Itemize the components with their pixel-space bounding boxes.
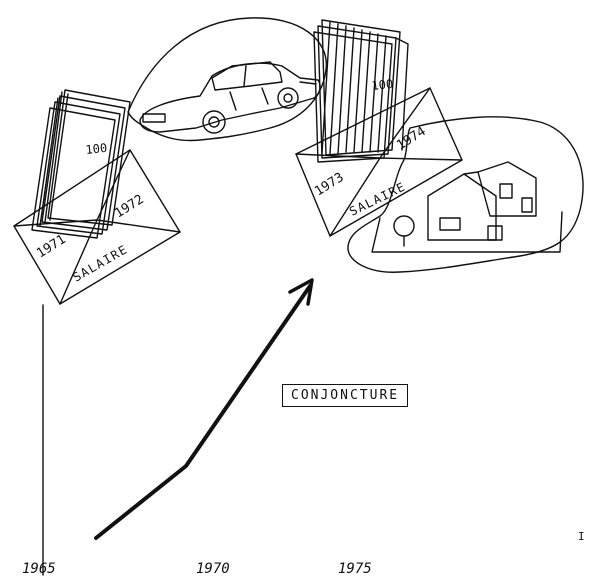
left-year-1972: 1972: [112, 192, 147, 221]
right-banknote-value: 100: [371, 77, 394, 93]
left-banknote-value: 100: [85, 141, 108, 157]
timeline-year-1975: 1975: [338, 561, 372, 577]
timeline-year-1965: 1965: [22, 561, 56, 577]
left-salary-envelope: [13, 149, 181, 305]
left-salaire-label: SALAIRE: [71, 242, 131, 285]
house-drawing: [371, 161, 563, 253]
house-bubble: [347, 116, 584, 273]
left-year-1971: 1971: [34, 232, 69, 261]
car-drawing: [139, 61, 321, 134]
corner-mark: I: [578, 530, 585, 543]
right-year-1973: 1973: [312, 170, 347, 199]
right-salaire-label: SALAIRE: [347, 179, 408, 218]
right-salary-envelope: [295, 87, 463, 237]
timeline-year-1970: 1970: [196, 561, 230, 577]
left-banknote-stack: [31, 89, 131, 239]
right-year-1974: 1974: [394, 124, 429, 153]
rising-arrow: [94, 278, 314, 540]
car-bubble: [127, 17, 327, 142]
conjoncture-label: CONJONCTURE: [282, 384, 409, 407]
